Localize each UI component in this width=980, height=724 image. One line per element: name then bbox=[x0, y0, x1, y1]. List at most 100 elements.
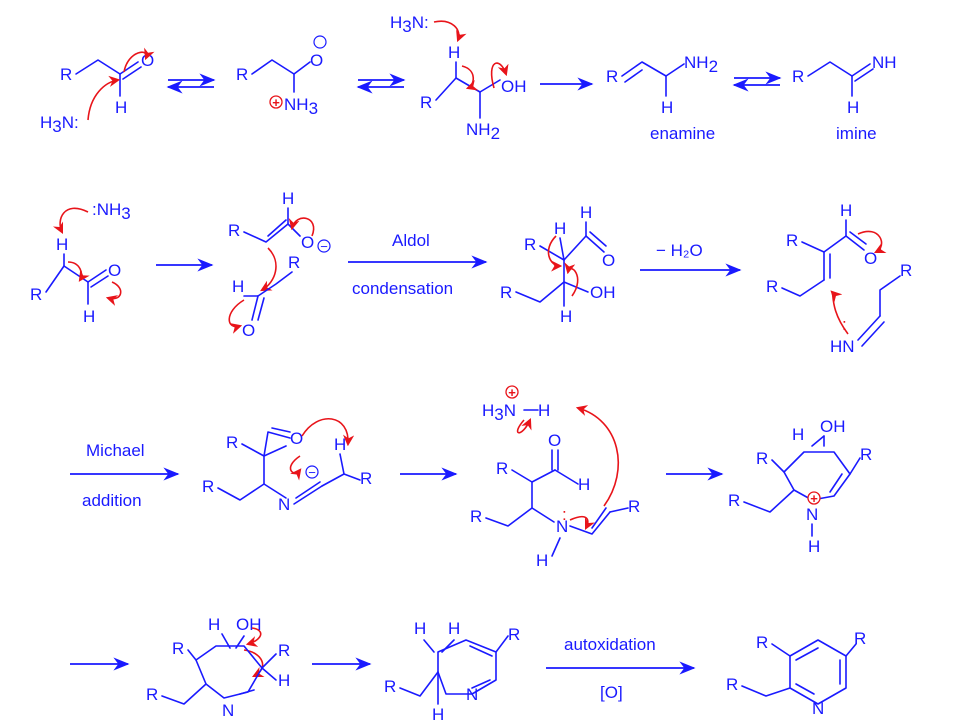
atom-OH: OH bbox=[820, 417, 846, 436]
enamine-label: enamine bbox=[650, 124, 715, 143]
atom-H: H bbox=[414, 619, 426, 638]
curly-arrow bbox=[52, 207, 89, 235]
atom-R: R bbox=[628, 497, 640, 516]
atom-NH3-ammonia: :NH3 bbox=[92, 200, 131, 223]
atom-H: H bbox=[578, 475, 590, 494]
lone-pair: : bbox=[562, 505, 567, 524]
atom-H: H bbox=[115, 98, 127, 117]
aldol-arrow: Aldol condensation bbox=[348, 231, 488, 298]
atom-R: R bbox=[236, 65, 248, 84]
pyridine-product: R R R N bbox=[726, 629, 866, 718]
atom-R: R bbox=[728, 491, 740, 510]
atom-H: H bbox=[334, 435, 346, 454]
atom-H: H bbox=[83, 307, 95, 326]
atom-R: R bbox=[30, 285, 42, 304]
imine-label: imine bbox=[836, 124, 877, 143]
dehydration-label: − H₂O bbox=[656, 241, 703, 260]
minus-charge bbox=[313, 35, 327, 49]
atom-H: H bbox=[56, 235, 68, 254]
curly-arrow bbox=[564, 262, 579, 297]
condensation-label: condensation bbox=[352, 279, 453, 298]
enamine: R NH2 H enamine bbox=[606, 53, 718, 143]
atom-OH: OH bbox=[501, 77, 527, 96]
atom-H: H bbox=[208, 615, 220, 634]
atom-R: R bbox=[228, 221, 240, 240]
aldehyde-1: R O H H3N: bbox=[40, 47, 155, 136]
atom-O: O bbox=[301, 233, 314, 252]
atom-R: R bbox=[420, 93, 432, 112]
curly-arrow bbox=[490, 62, 509, 89]
hemiaminal: H3N: H R OH NH2 bbox=[390, 13, 527, 143]
atom-O: O bbox=[141, 51, 154, 70]
oxidant-label: [O] bbox=[600, 683, 623, 702]
svg-text:+: + bbox=[810, 491, 818, 506]
curly-arrow bbox=[547, 235, 563, 272]
atom-H: H bbox=[840, 201, 852, 220]
atom-R: R bbox=[202, 477, 214, 496]
atom-R: R bbox=[496, 459, 508, 478]
atom-H: H bbox=[580, 203, 592, 222]
plus-charge: + bbox=[807, 491, 821, 506]
tetrahydropyridinium: H OH R R R N + H bbox=[728, 417, 872, 556]
atom-O: O bbox=[310, 51, 323, 70]
dihydropyridine: H H R R N H bbox=[384, 619, 520, 724]
atom-R: R bbox=[854, 629, 866, 648]
curly-arrow bbox=[857, 230, 887, 254]
curly-arrow bbox=[289, 455, 302, 481]
atom-H: H bbox=[808, 537, 820, 556]
atom-HN: HN bbox=[830, 337, 855, 356]
atom-R: R bbox=[606, 67, 618, 86]
michael-arrow: Michael addition bbox=[70, 441, 180, 510]
enamine-aldehyde: H3N + H O H R R N : H R bbox=[470, 385, 640, 570]
atom-OH: OH bbox=[590, 283, 616, 302]
enolate-and-aldehyde: H R O − H R O bbox=[228, 189, 331, 340]
atom-N: N bbox=[222, 701, 234, 720]
atom-R: R bbox=[524, 235, 536, 254]
atom-OH: OH bbox=[236, 615, 262, 634]
atom-R: R bbox=[726, 675, 738, 694]
aldol-label: Aldol bbox=[392, 231, 430, 250]
atom-N: N bbox=[806, 505, 818, 524]
atom-H: H bbox=[538, 401, 550, 420]
atom-H3N: H3N: bbox=[390, 13, 429, 36]
curly-arrow bbox=[288, 217, 315, 237]
atom-R: R bbox=[288, 253, 300, 272]
atom-NH3: NH3 bbox=[284, 95, 318, 118]
atom-H: H bbox=[847, 98, 859, 117]
atom-H: H bbox=[282, 189, 294, 208]
curly-arrow bbox=[245, 627, 262, 647]
atom-N: N bbox=[466, 685, 478, 704]
atom-R: R bbox=[146, 685, 158, 704]
minus-charge: − bbox=[305, 465, 319, 480]
atom-H: H bbox=[232, 277, 244, 296]
curly-arrow bbox=[433, 20, 467, 43]
tetrahedral-intermediate: R O + NH3 bbox=[236, 35, 327, 118]
lone-pair: : bbox=[842, 315, 847, 334]
imine: R NH H imine bbox=[792, 53, 897, 143]
atom-H: H bbox=[448, 619, 460, 638]
atom-N: N bbox=[556, 517, 568, 536]
atom-R: R bbox=[470, 507, 482, 526]
autoxidation-label: autoxidation bbox=[564, 635, 656, 654]
atom-O: O bbox=[864, 249, 877, 268]
atom-O: O bbox=[242, 321, 255, 340]
atom-R: R bbox=[766, 277, 778, 296]
atom-H: H bbox=[554, 219, 566, 238]
atom-N: N bbox=[812, 699, 824, 718]
curly-arrow bbox=[67, 261, 90, 282]
hemiaminal-ring: H OH R R H R N bbox=[146, 615, 290, 720]
svg-text:−: − bbox=[320, 239, 328, 254]
atom-R: R bbox=[860, 445, 872, 464]
atom-R: R bbox=[60, 65, 72, 84]
svg-text:+: + bbox=[272, 95, 280, 110]
aldehyde-2: :NH3 H R O H bbox=[30, 200, 131, 326]
atom-R: R bbox=[900, 261, 912, 280]
michael-intermediate: R O − R N R H bbox=[202, 418, 372, 514]
atom-N: N bbox=[278, 495, 290, 514]
plus-charge: + bbox=[505, 385, 519, 400]
atom-NH: NH bbox=[872, 53, 897, 72]
atom-R: R bbox=[172, 639, 184, 658]
curly-arrow bbox=[516, 417, 532, 434]
atom-R: R bbox=[756, 449, 768, 468]
